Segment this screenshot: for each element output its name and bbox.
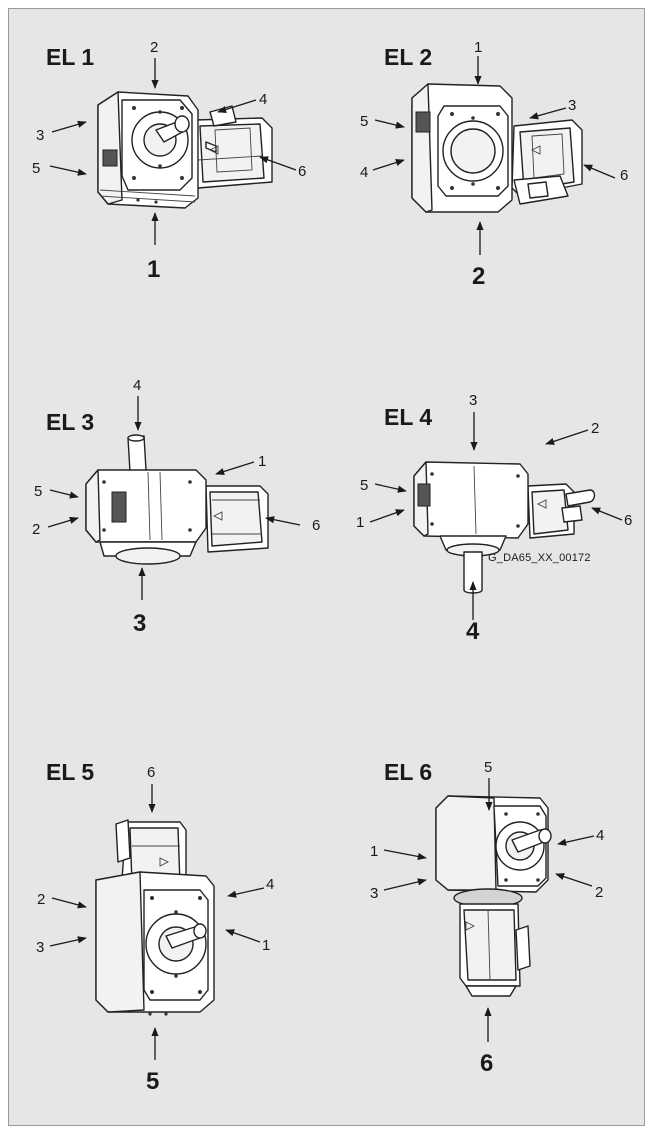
el5-label-upper-left: 2 xyxy=(37,891,46,908)
figure-code: G_DA65_XX_00172 xyxy=(488,552,591,564)
el4-gearmotor xyxy=(413,461,596,594)
el1-arrows xyxy=(49,58,297,245)
el2-label-top: 1 xyxy=(474,39,483,56)
el6-label-top: 5 xyxy=(484,759,493,776)
el4-arrows xyxy=(369,412,623,620)
el2-gearmotor xyxy=(411,83,583,213)
el3-arrows xyxy=(47,396,301,600)
el1-gearmotor xyxy=(97,91,273,209)
el5-triangle-symbol xyxy=(159,857,170,867)
el2-bottom-number: 2 xyxy=(472,263,486,290)
el2-label-right: 6 xyxy=(620,167,629,184)
el4-label-upper-left: 5 xyxy=(360,477,369,494)
el6-gearmotor xyxy=(435,795,552,997)
el1-label-upper-left: 3 xyxy=(36,127,45,144)
el6-label-upper-left: 1 xyxy=(370,843,379,860)
el6-bottom-number: 6 xyxy=(480,1050,494,1077)
el2-label-lower-left: 4 xyxy=(360,164,369,181)
el5-bottom-number: 5 xyxy=(146,1068,160,1095)
el1-title: EL 1 xyxy=(46,44,95,70)
el4-label-lower-left: 1 xyxy=(356,514,365,531)
el3-label-right: 6 xyxy=(312,517,321,534)
el6-triangle-symbol xyxy=(465,921,476,931)
el5-arrows xyxy=(49,784,265,1060)
el5-label-lower-right: 1 xyxy=(262,937,271,954)
el1-bottom-number: 1 xyxy=(147,256,161,283)
el5-label-top: 6 xyxy=(147,764,156,781)
el4-label-top: 3 xyxy=(469,392,478,409)
el2-title: EL 2 xyxy=(384,44,433,70)
el3-gearmotor xyxy=(85,434,269,565)
el3-triangle-symbol xyxy=(212,511,223,521)
el2-label-upper-left: 5 xyxy=(360,113,369,130)
el5-gearmotor xyxy=(95,819,215,1016)
el3-label-upper-right: 1 xyxy=(258,453,267,470)
el2-label-upper-right: 3 xyxy=(568,97,577,114)
el3-bottom-number: 3 xyxy=(133,610,147,637)
el1-label-top: 2 xyxy=(150,39,159,56)
el2-arrows xyxy=(372,56,616,255)
el4-label-right: 6 xyxy=(624,512,633,529)
el4-triangle-symbol xyxy=(536,499,547,509)
el6-label-lower-left: 3 xyxy=(370,885,379,902)
el3-label-lower-left: 2 xyxy=(32,521,41,538)
el6-label-upper-right: 4 xyxy=(596,827,605,844)
el6-arrows xyxy=(383,778,595,1042)
el4-label-upper-right: 2 xyxy=(591,420,600,437)
el3-label-upper-left: 5 xyxy=(34,483,43,500)
el4-bottom-number: 4 xyxy=(466,618,480,645)
el5-label-lower-left: 3 xyxy=(36,939,45,956)
el5-title: EL 5 xyxy=(46,759,95,785)
el6-title: EL 6 xyxy=(384,759,433,785)
el2-triangle-symbol xyxy=(530,145,541,155)
el3-title: EL 3 xyxy=(46,409,95,435)
el1-label-lower-left: 5 xyxy=(32,160,41,177)
el6-label-lower-right: 2 xyxy=(595,884,604,901)
el1-triangle-symbol xyxy=(208,145,219,155)
el3-label-top: 4 xyxy=(133,377,142,394)
el5-label-upper-right: 4 xyxy=(266,876,275,893)
el4-title: EL 4 xyxy=(384,404,433,430)
el1-label-right: 6 xyxy=(298,163,307,180)
el1-label-upper-right: 4 xyxy=(259,91,268,108)
